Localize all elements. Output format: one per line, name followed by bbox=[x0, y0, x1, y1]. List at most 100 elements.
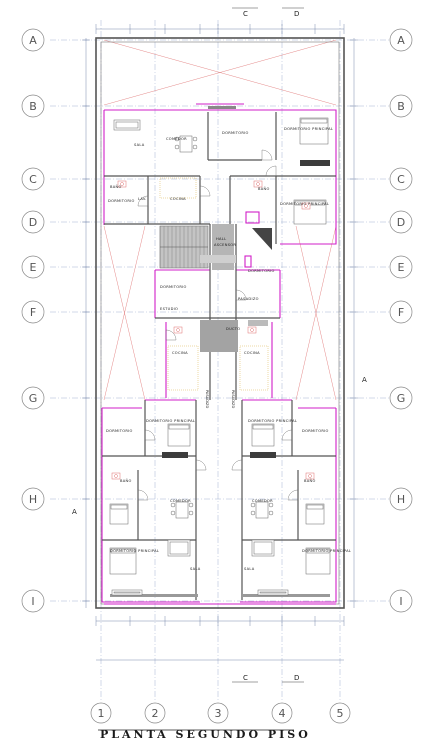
grid-bubble-text-right-B: B bbox=[397, 100, 405, 113]
grid-bubble-text-left-H: H bbox=[29, 493, 37, 506]
label-comedor-br: COMEDOR bbox=[252, 499, 273, 503]
cut-mark-top-c: C bbox=[243, 10, 248, 18]
sofa-cushion bbox=[169, 541, 189, 555]
grid-bubble-right-D bbox=[389, 210, 413, 234]
sofa-cushion bbox=[115, 121, 139, 129]
grid-bubble-col-text-1: 1 bbox=[98, 707, 105, 720]
door-swing bbox=[265, 165, 277, 177]
cut-mark-bottom-c: C bbox=[243, 674, 248, 682]
grid-bubble-col-3 bbox=[207, 702, 229, 724]
grid-bubble-text-right-F: F bbox=[398, 306, 404, 319]
label-estudio: ESTUDIO bbox=[160, 307, 178, 311]
dining-chair bbox=[188, 502, 194, 508]
label-cocina-left: COCINA bbox=[172, 351, 188, 355]
grid-bubble-right-E bbox=[389, 255, 413, 279]
label-dormitorio-principal-top: DORMITORIO PRINCIPAL bbox=[284, 127, 333, 131]
bed-pillow bbox=[252, 424, 274, 430]
drawing-title: PLANTA SEGUNDO PISO bbox=[100, 728, 311, 741]
sink-basin bbox=[308, 474, 312, 478]
dining-chair bbox=[268, 510, 274, 516]
label-comedor-top: COMEDOR bbox=[166, 137, 187, 141]
label-dormitorio-top: DORMITORIO bbox=[222, 131, 249, 135]
label-ascensor: ASCENSOR bbox=[214, 243, 236, 247]
sofa bbox=[251, 539, 275, 557]
label-dormitorio-bl: DORMITORIO bbox=[106, 429, 133, 433]
sanitary-fixture bbox=[173, 326, 183, 334]
sanitary-fixture bbox=[111, 472, 121, 480]
bed-pillow bbox=[306, 548, 330, 554]
sofa bbox=[167, 539, 191, 557]
grid-bubble-text-left-A: A bbox=[29, 34, 37, 47]
label-ducto: DUCTO bbox=[226, 327, 240, 331]
elevator-shaft bbox=[212, 224, 234, 270]
dining-table bbox=[255, 501, 269, 519]
grid-bubble-text-left-F: F bbox=[30, 306, 36, 319]
grid-bubble-left-C bbox=[21, 167, 45, 191]
grid-bubble-right-G bbox=[389, 386, 413, 410]
void-diagonals bbox=[103, 39, 337, 401]
sofa-cushion bbox=[113, 591, 141, 594]
exterior-walls bbox=[95, 37, 345, 609]
sanitary-fixture bbox=[117, 180, 127, 188]
bed-pillow bbox=[168, 424, 190, 430]
label-pasadizo-right-vertical: PASADIZO bbox=[231, 390, 235, 408]
label-dormitorio-top-left: DORMITORIO bbox=[108, 199, 135, 203]
grid-bubble-text-right-I: I bbox=[399, 595, 402, 608]
sofa-cushion bbox=[259, 591, 287, 594]
dining-chair bbox=[174, 144, 180, 150]
sofa bbox=[111, 589, 143, 596]
label-sala-br: SALA bbox=[244, 567, 255, 571]
dining-chair bbox=[192, 136, 198, 142]
grid-bubble-left-H bbox=[21, 487, 45, 511]
unit-boundaries bbox=[101, 103, 337, 605]
label-sala-bl: SALA bbox=[190, 567, 201, 571]
bed bbox=[305, 547, 331, 575]
bed bbox=[251, 423, 275, 447]
grid-bubble-text-left-E: E bbox=[30, 261, 37, 274]
cut-mark-left-a: A bbox=[72, 508, 77, 516]
dining-chair bbox=[188, 510, 194, 516]
bed bbox=[109, 503, 129, 525]
sanitary-fixture bbox=[301, 202, 311, 210]
grid-bubble-right-B bbox=[389, 94, 413, 118]
grid-bubble-right-F bbox=[389, 300, 413, 324]
door-swings bbox=[137, 149, 299, 501]
door-swing bbox=[137, 195, 149, 207]
bed-pillow bbox=[300, 118, 328, 124]
grid-bubble-col-text-5: 5 bbox=[337, 707, 344, 720]
label-comedor-bl: COMEDOR bbox=[170, 499, 191, 503]
door-swing bbox=[165, 329, 177, 341]
grid-bubble-text-right-H: H bbox=[397, 493, 405, 506]
dimension-lines bbox=[82, 24, 358, 661]
dining-chair bbox=[174, 136, 180, 142]
sink-basin bbox=[256, 182, 260, 186]
grid-bubble-left-G bbox=[21, 386, 45, 410]
dining-chair bbox=[250, 510, 256, 516]
dining-table bbox=[179, 135, 193, 153]
cut-mark-bottom-d: D bbox=[294, 674, 299, 682]
grid-bubble-text-right-C: C bbox=[397, 173, 405, 186]
door-swing bbox=[144, 429, 156, 441]
sink-basin bbox=[120, 182, 124, 186]
bed-pillow bbox=[110, 504, 128, 510]
label-dormitorio-br: DORMITORIO bbox=[302, 429, 329, 433]
door-swing bbox=[199, 185, 211, 197]
label-dormitorio-2-top: DORMITORIO PRINCIPAL bbox=[280, 202, 329, 206]
furniture bbox=[109, 117, 331, 596]
dining-table bbox=[175, 501, 189, 519]
door-swing bbox=[281, 429, 293, 441]
sink-basin bbox=[250, 328, 254, 332]
grid-bubble-text-left-I: I bbox=[31, 595, 34, 608]
sanitary-fixture bbox=[253, 180, 263, 188]
bed-pillow bbox=[110, 548, 136, 554]
grid-bubble-text-right-G: G bbox=[397, 392, 406, 405]
dark-counters bbox=[110, 106, 330, 597]
grid-bubble-left-B bbox=[21, 94, 45, 118]
grid-bubble-right-H bbox=[389, 487, 413, 511]
dining-chair bbox=[170, 502, 176, 508]
landing-block bbox=[248, 320, 268, 326]
dining-chair bbox=[170, 510, 176, 516]
service-duct bbox=[200, 320, 238, 352]
label-hall: HALL bbox=[216, 237, 226, 241]
